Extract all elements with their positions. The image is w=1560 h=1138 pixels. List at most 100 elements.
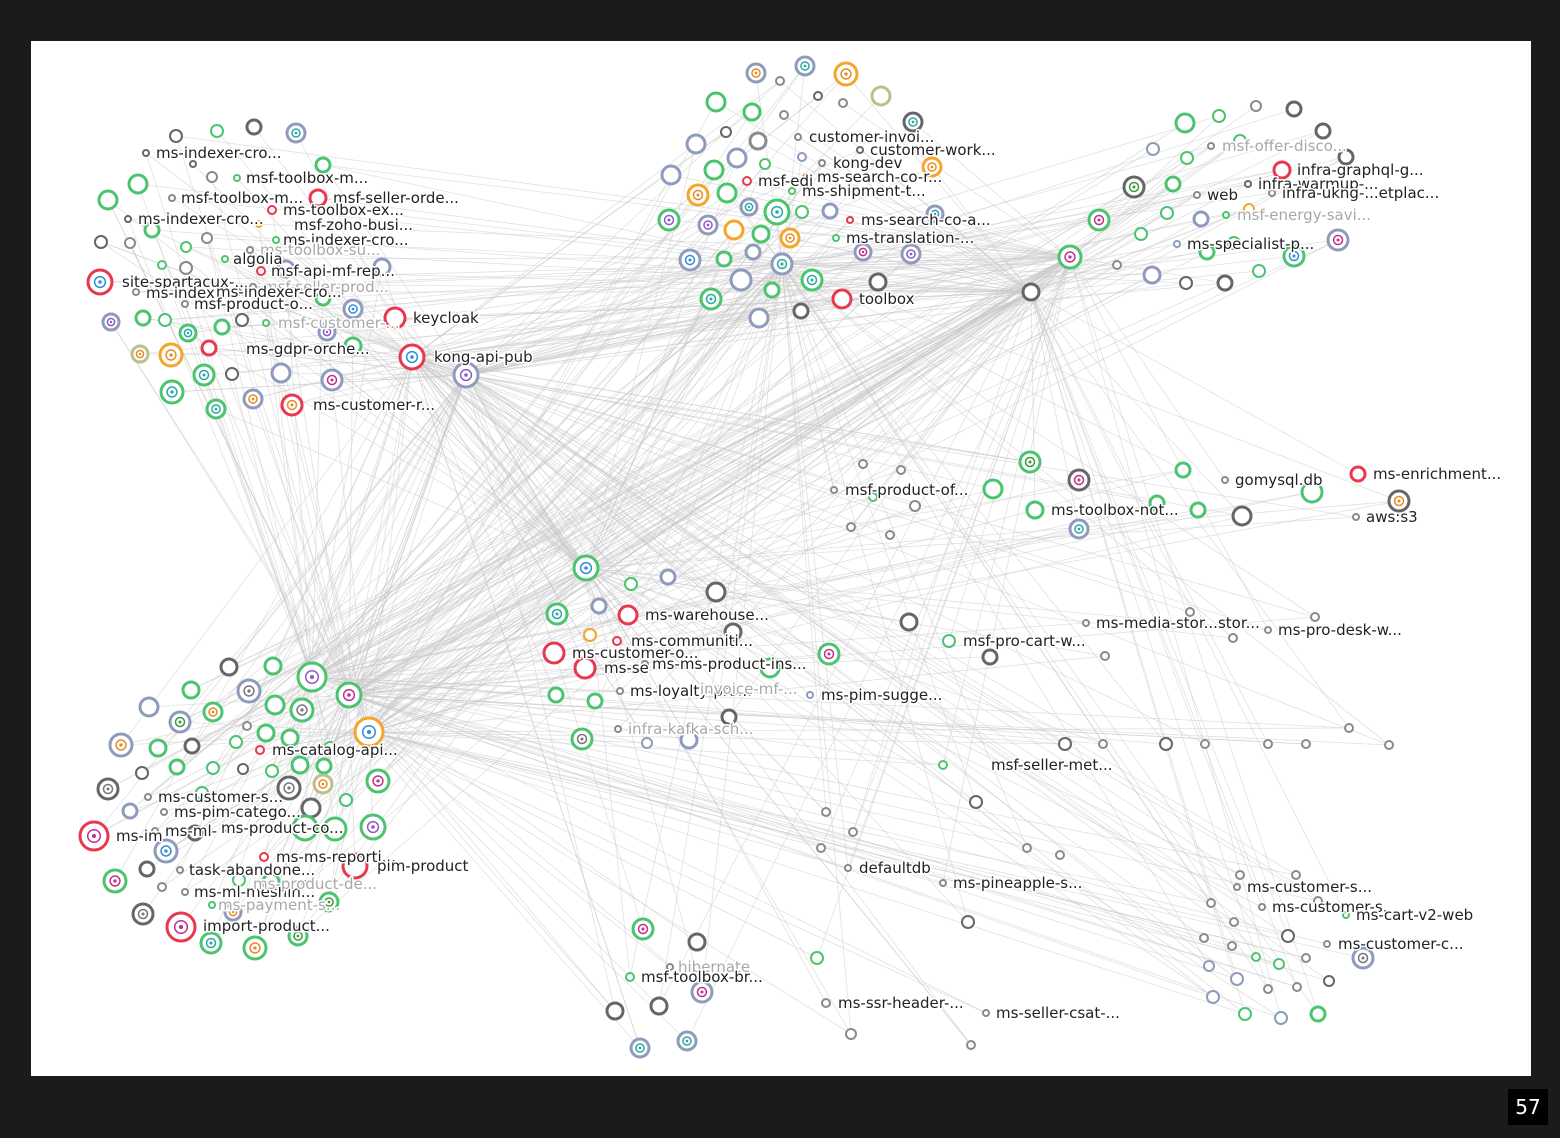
graph-node[interactable] [318,891,340,913]
graph-node[interactable] [343,336,363,356]
service-node-n2[interactable] [233,174,241,182]
graph-node[interactable] [225,367,239,381]
graph-node[interactable] [641,737,653,749]
graph-node[interactable] [678,248,702,272]
graph-node[interactable] [168,758,186,776]
service-node-n32[interactable] [1207,142,1215,150]
service-node-n72[interactable] [666,963,674,971]
service-node-n60[interactable] [144,793,152,801]
service-node-n43[interactable] [1025,500,1045,520]
graph-node[interactable] [1344,723,1354,733]
graph-node[interactable] [1180,151,1194,165]
graph-node[interactable] [314,289,332,307]
service-dependency-graph[interactable]: ms-indexer-cro...msf-toolbox-m...msf-too… [31,41,1531,1076]
graph-node[interactable] [138,860,156,878]
graph-node[interactable] [748,307,770,329]
graph-node[interactable] [179,261,193,275]
graph-node[interactable] [624,577,638,591]
graph-node[interactable] [1122,175,1146,199]
graph-node[interactable] [870,85,892,107]
service-node-n18[interactable] [383,306,407,330]
graph-node[interactable] [235,313,249,327]
graph-node[interactable] [583,628,597,642]
graph-node[interactable] [631,917,655,941]
graph-node[interactable] [237,763,249,775]
graph-node[interactable] [1164,175,1182,193]
graph-node[interactable] [748,131,768,151]
graph-node[interactable] [739,197,759,217]
graph-node[interactable] [685,133,707,155]
graph-node[interactable] [291,814,319,842]
graph-node[interactable] [148,738,168,758]
graph-node[interactable] [372,257,392,277]
graph-node[interactable] [1206,898,1216,908]
service-node-n73[interactable] [625,972,635,982]
graph-node[interactable] [966,1040,976,1050]
graph-node[interactable] [178,323,198,343]
service-node-n11[interactable] [256,266,266,276]
graph-node[interactable] [833,61,859,87]
graph-node[interactable] [157,260,167,270]
graph-node[interactable] [899,612,919,632]
service-node-n6[interactable] [267,205,277,215]
service-node-n27[interactable] [802,173,810,181]
graph-node[interactable] [135,766,149,780]
graph-node[interactable] [845,1028,857,1040]
graph-node[interactable] [1384,740,1394,750]
graph-node[interactable] [697,214,719,236]
graph-node[interactable] [157,882,167,892]
graph-node[interactable] [1281,929,1295,943]
service-node-n38[interactable] [1173,240,1181,248]
graph-node[interactable] [335,681,363,709]
graph-node[interactable] [1021,282,1041,302]
graph-node[interactable] [1174,112,1196,134]
graph-node[interactable] [1206,990,1220,1004]
graph-node[interactable] [838,98,848,108]
graph-node[interactable] [1087,208,1111,232]
graph-node[interactable] [813,91,823,101]
graph-node[interactable] [289,697,315,723]
graph-node[interactable] [143,221,161,239]
graph-node[interactable] [797,152,807,162]
service-node-n37[interactable] [1222,211,1230,219]
graph-node[interactable] [729,268,753,292]
service-node-n25[interactable] [818,159,826,167]
service-node-n79[interactable] [1323,940,1331,948]
service-node-n20[interactable] [398,343,426,371]
service-node-n64[interactable] [78,820,110,852]
service-node-n62[interactable] [151,827,159,835]
service-node-n45[interactable] [612,636,622,646]
service-node-n55[interactable] [1264,626,1272,634]
service-node-n48[interactable] [641,660,649,668]
graph-node[interactable] [821,807,831,817]
graph-node[interactable] [705,91,727,113]
graph-node[interactable] [245,118,263,136]
graph-node[interactable] [1233,134,1247,148]
graph-node[interactable] [821,202,839,220]
graph-node[interactable] [1159,737,1173,751]
graph-node[interactable] [703,159,725,181]
service-node-n8[interactable] [272,236,280,244]
graph-node[interactable] [759,657,781,679]
graph-node[interactable] [276,259,296,279]
graph-node[interactable] [159,379,185,405]
service-node-n28[interactable] [788,187,796,195]
graph-node[interactable] [1228,633,1238,643]
graph-node[interactable] [102,868,128,894]
graph-node[interactable] [720,708,738,726]
graph-node[interactable] [1263,984,1273,994]
graph-node[interactable] [676,1030,698,1052]
graph-node[interactable] [896,465,906,475]
service-graph-canvas[interactable]: ms-indexer-cro...msf-toolbox-m...msf-too… [31,41,1531,1076]
service-node-n31[interactable] [831,288,853,310]
service-node-n36[interactable] [1268,189,1276,197]
graph-node[interactable] [1160,206,1174,220]
graph-node[interactable] [925,204,945,224]
graph-node[interactable] [846,522,856,532]
graph-node[interactable] [763,198,791,226]
graph-node[interactable] [1250,100,1262,112]
graph-node[interactable] [265,764,279,778]
graph-node[interactable] [270,362,292,384]
graph-node[interactable] [206,761,220,775]
service-node-n14[interactable] [234,288,242,296]
